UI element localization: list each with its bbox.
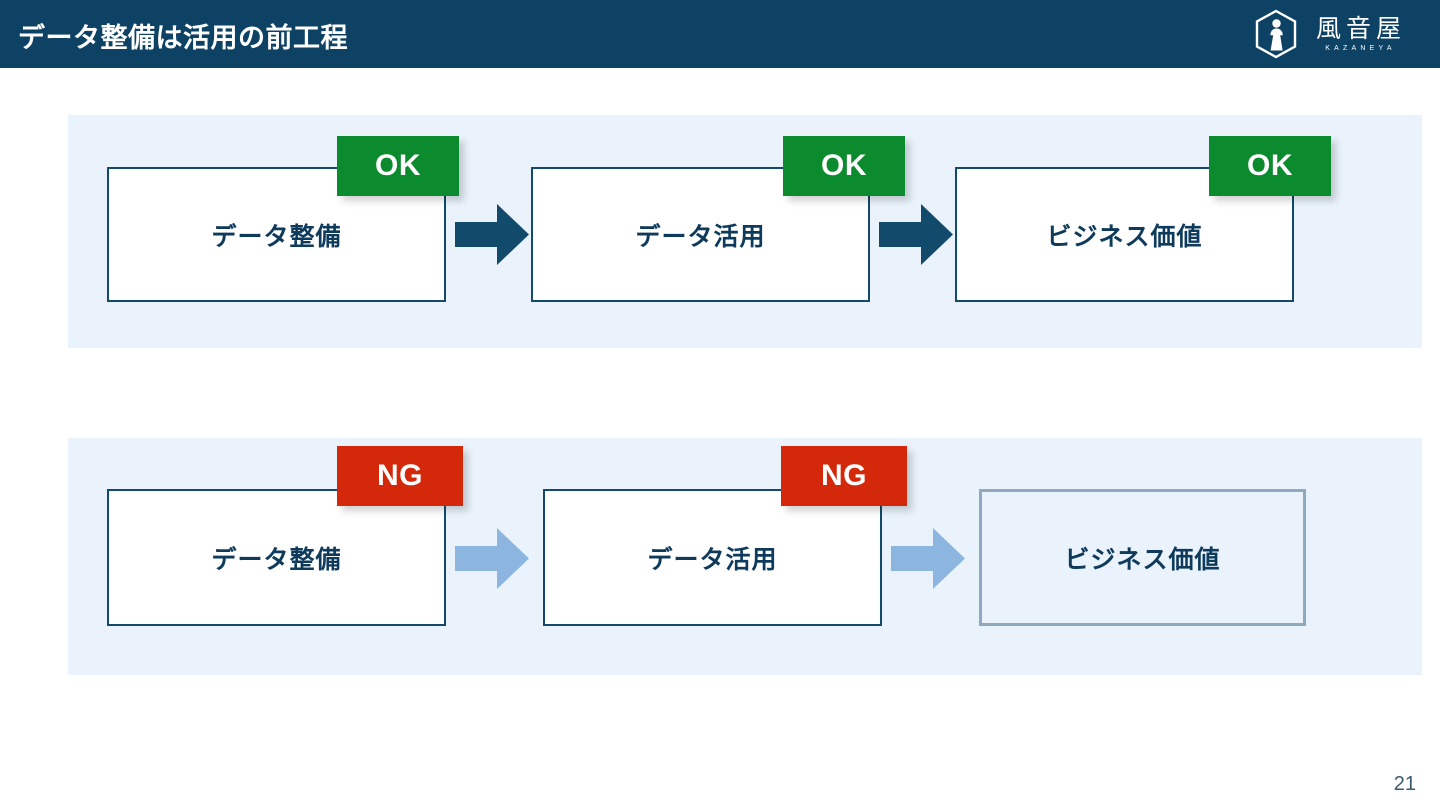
ok-badge-1: OK — [337, 136, 459, 196]
ok-arrow-1-icon — [455, 204, 529, 265]
page-number: 21 — [1393, 773, 1416, 795]
brand-name-en: KAZANEYA — [1325, 45, 1396, 52]
ok-stage-3-box[interactable]: ビジネス価値 — [955, 167, 1294, 302]
brand-logo-text: 風音屋 KAZANEYA — [1311, 16, 1406, 52]
ng-badge-1: NG — [337, 446, 463, 506]
hexagon-figure-logo-icon — [1255, 9, 1297, 59]
ng-stage-3-box[interactable]: ビジネス価値 — [979, 489, 1306, 626]
header-bar: データ整備は活用の前工程 風音屋 KAZANEYA — [0, 0, 1440, 68]
ok-arrow-2-icon — [879, 204, 953, 265]
ng-stage-3-label: ビジネス価値 — [1064, 545, 1221, 574]
ng-stage-1-label: データ整備 — [211, 545, 342, 574]
ng-stage-2-box[interactable]: データ活用 — [543, 489, 882, 626]
ng-stage-2-label: データ活用 — [647, 545, 778, 574]
ng-arrow-1-icon — [455, 528, 529, 589]
ng-stage-1-box[interactable]: データ整備 — [107, 489, 446, 626]
page-title: データ整備は活用の前工程 — [18, 23, 348, 53]
ok-badge-2: OK — [783, 136, 905, 196]
ng-badge-2: NG — [781, 446, 907, 506]
ok-stage-1-label: データ整備 — [211, 222, 342, 251]
brand-logo: 風音屋 KAZANEYA — [1253, 9, 1406, 59]
brand-name-ja: 風音屋 — [1315, 14, 1406, 43]
ok-stage-3-label: ビジネス価値 — [1046, 222, 1203, 251]
ng-arrow-2-icon — [891, 528, 965, 589]
ok-stage-2-label: データ活用 — [635, 222, 766, 251]
ok-badge-3: OK — [1209, 136, 1331, 196]
